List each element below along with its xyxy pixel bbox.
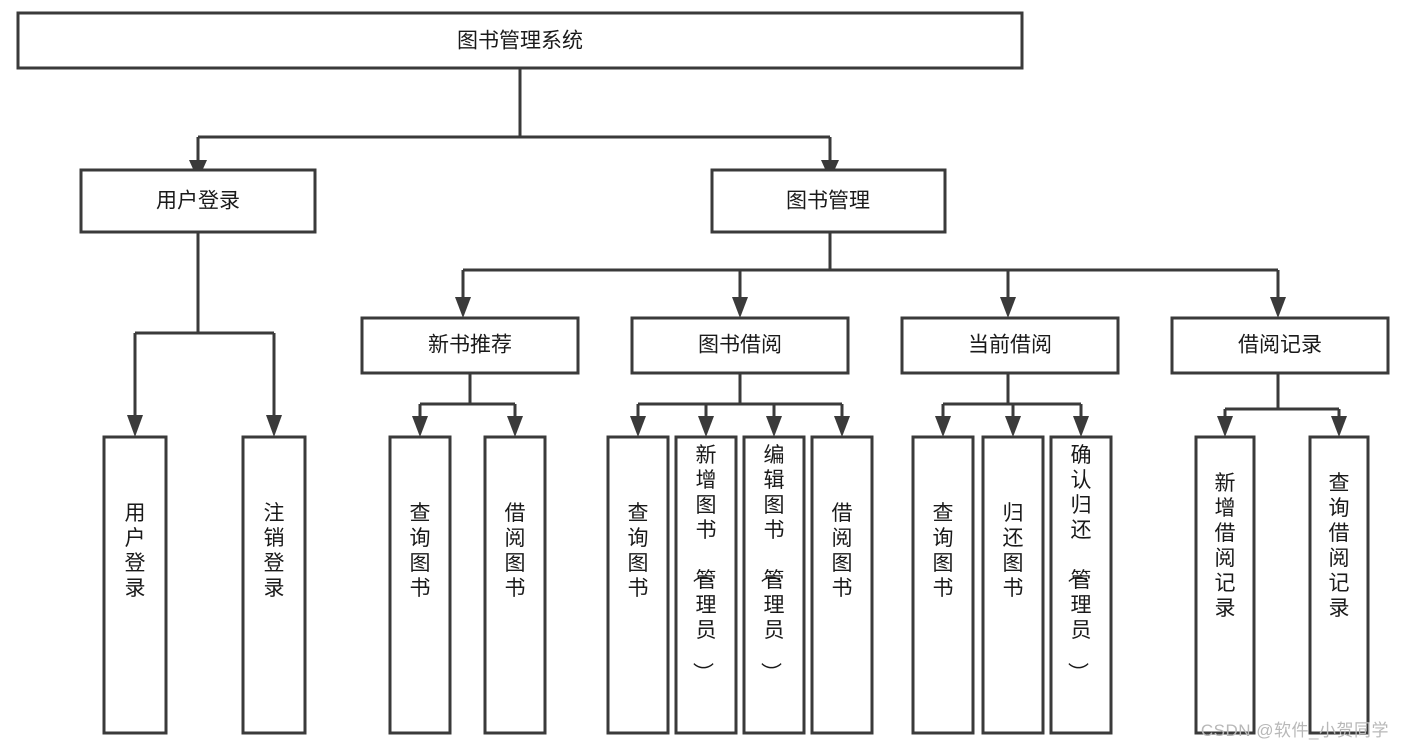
leaf-query-borrow-record[interactable]: 查询借阅记录 <box>1308 435 1370 735</box>
arrow-newbook-to-leaf1 <box>412 416 428 437</box>
connector-layer <box>127 68 1347 437</box>
node-book-management[interactable]: 图书管理 <box>710 168 947 234</box>
leaf-edit-book-admin[interactable]: 编辑图书（管理员） <box>742 435 806 735</box>
leaf-query-book-newbook-label: 查询图书 <box>410 502 431 600</box>
leaf-query-book-current[interactable]: 查询图书 <box>911 435 975 735</box>
node-root[interactable]: 图书管理系统 <box>16 11 1024 70</box>
leaf-query-book-newbook[interactable]: 查询图书 <box>388 435 452 735</box>
node-root-label: 图书管理系统 <box>457 30 583 53</box>
leaf-add-borrow-record-box[interactable] <box>1194 435 1256 735</box>
node-book-management-label: 图书管理 <box>786 190 870 213</box>
leaf-confirm-return-admin-box[interactable] <box>1049 435 1113 735</box>
leaf-return-book[interactable]: 归还图书 <box>981 435 1045 735</box>
leaf-logout[interactable]: 注销登录 <box>241 435 307 735</box>
arrow-bookmgmt-to-records <box>1270 297 1286 318</box>
node-user-login-box[interactable] <box>79 168 317 234</box>
arrow-borrow-to-leaf3 <box>766 416 782 437</box>
node-new-book-recommend-label: 新书推荐 <box>428 334 512 357</box>
arrow-userlogin-to-leaf1 <box>127 415 143 437</box>
leaf-user-login-box[interactable] <box>102 435 168 735</box>
arrow-current-to-leaf2 <box>1005 416 1021 437</box>
leaf-borrow-book-borrow-box[interactable] <box>810 435 874 735</box>
node-new-book-recommend-box[interactable] <box>360 316 580 375</box>
node-user-login-label: 用户登录 <box>156 190 240 213</box>
leaf-user-login-label: 用户登录 <box>125 502 146 600</box>
arrow-records-to-leaf1 <box>1217 416 1233 437</box>
node-current-borrow[interactable]: 当前借阅 <box>900 316 1120 375</box>
arrow-borrow-to-leaf4 <box>834 416 850 437</box>
leaf-borrow-book-borrow-label: 借阅图书 <box>832 502 853 600</box>
arrow-bookmgmt-to-newbook <box>455 297 471 318</box>
node-current-borrow-label: 当前借阅 <box>968 334 1052 357</box>
leaf-query-book-borrow-label: 查询图书 <box>628 502 649 600</box>
leaf-query-book-current-label: 查询图书 <box>933 502 954 600</box>
leaf-return-book-box[interactable] <box>981 435 1045 735</box>
leaf-edit-book-admin-label: 编辑图书（管理员） <box>759 444 785 683</box>
node-book-borrow-box[interactable] <box>630 316 850 375</box>
arrow-userlogin-to-leaf2 <box>266 415 282 437</box>
leaf-confirm-return-admin[interactable]: 确认归还（管理员） <box>1049 435 1113 735</box>
leaf-query-book-borrow[interactable]: 查询图书 <box>606 435 670 735</box>
node-borrow-records-label: 借阅记录 <box>1238 334 1322 357</box>
node-book-borrow[interactable]: 图书借阅 <box>630 316 850 375</box>
node-borrow-records[interactable]: 借阅记录 <box>1170 316 1390 375</box>
arrow-bookmgmt-to-borrow <box>732 297 748 318</box>
leaf-add-book-admin-label: 新增图书（管理员） <box>691 444 717 683</box>
leaf-borrow-book-borrow[interactable]: 借阅图书 <box>810 435 874 735</box>
leaf-add-book-admin[interactable]: 新增图书（管理员） <box>674 435 738 735</box>
node-user-login[interactable]: 用户登录 <box>79 168 317 234</box>
leaf-query-book-newbook-box[interactable] <box>388 435 452 735</box>
leaf-return-book-label: 归还图书 <box>1003 502 1024 600</box>
leaf-borrow-book-newbook[interactable]: 借阅图书 <box>483 435 547 735</box>
leaf-logout-box[interactable] <box>241 435 307 735</box>
leaf-borrow-book-newbook-box[interactable] <box>483 435 547 735</box>
leaf-borrow-book-newbook-label: 借阅图书 <box>505 502 526 600</box>
leaf-edit-book-admin-box[interactable] <box>742 435 806 735</box>
node-borrow-records-box[interactable] <box>1170 316 1390 375</box>
leaf-query-borrow-record-box[interactable] <box>1308 435 1370 735</box>
arrow-bookmgmt-to-current <box>1000 297 1016 318</box>
leaf-logout-label: 注销登录 <box>264 502 285 600</box>
leaf-query-book-borrow-box[interactable] <box>606 435 670 735</box>
leaf-add-book-admin-box[interactable] <box>674 435 738 735</box>
node-book-borrow-label: 图书借阅 <box>698 334 782 357</box>
node-current-borrow-box[interactable] <box>900 316 1120 375</box>
node-new-book-recommend[interactable]: 新书推荐 <box>360 316 580 375</box>
arrow-current-to-leaf1 <box>935 416 951 437</box>
arrow-borrow-to-leaf1 <box>630 416 646 437</box>
arrow-current-to-leaf3 <box>1073 416 1089 437</box>
leaf-add-borrow-record[interactable]: 新增借阅记录 <box>1194 435 1256 735</box>
node-book-management-box[interactable] <box>710 168 947 234</box>
leaf-add-borrow-record-label: 新增借阅记录 <box>1215 472 1236 620</box>
leaf-confirm-return-admin-label: 确认归还（管理员） <box>1066 444 1092 683</box>
arrow-records-to-leaf2 <box>1331 416 1347 437</box>
leaf-query-borrow-record-label: 查询借阅记录 <box>1329 472 1350 620</box>
node-root-box[interactable] <box>16 11 1024 70</box>
leaf-user-login[interactable]: 用户登录 <box>102 435 168 735</box>
arrow-newbook-to-leaf2 <box>507 416 523 437</box>
arrow-borrow-to-leaf2 <box>698 416 714 437</box>
leaf-query-book-current-box[interactable] <box>911 435 975 735</box>
